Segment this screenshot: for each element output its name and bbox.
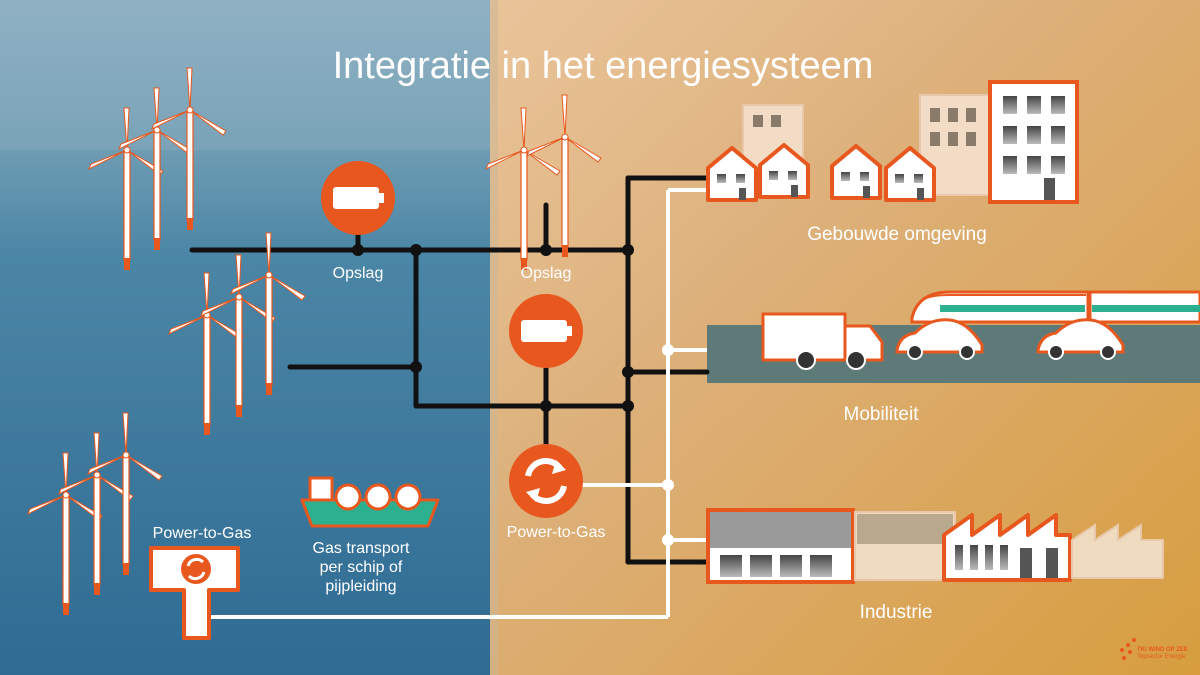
logo-mark-icon — [1120, 638, 1136, 660]
storage-left-label: Opslag — [333, 265, 384, 282]
power-to-gas-mid-label: Power-to-Gas — [507, 524, 606, 541]
built-environment-label: Gebouwde omgeving — [807, 224, 987, 245]
power-to-gas-mid: Power-to-Gas — [507, 444, 606, 541]
power-to-gas-left-label: Power-to-Gas — [153, 525, 252, 542]
ship-icon — [300, 476, 440, 528]
recycle-icon — [181, 554, 211, 584]
car-icon — [1036, 318, 1125, 360]
train-icon — [910, 290, 1200, 324]
truck-icon — [761, 312, 884, 370]
car-icon — [895, 318, 984, 360]
power-to-gas-left: Power-to-Gas — [149, 525, 252, 640]
industry: Industrie — [706, 508, 1164, 623]
sea-background — [0, 150, 490, 675]
gas-transport-label-3: pijpleiding — [325, 578, 396, 595]
storage-mid: Opslag — [509, 265, 583, 368]
building-icon — [706, 508, 956, 584]
built-environment: Gebouwde omgeving — [706, 80, 1079, 245]
gas-transport-label-2: per schip of — [320, 559, 403, 576]
industry-label: Industrie — [860, 602, 933, 623]
mobility: Mobiliteit — [761, 290, 1200, 425]
grid-junctions — [352, 244, 634, 412]
logo-line-2: Topsector Energie — [1137, 654, 1186, 660]
mobility-label: Mobiliteit — [844, 404, 920, 425]
storage-mid-label: Opslag — [521, 265, 572, 282]
sky-background — [0, 0, 490, 150]
recycle-icon — [509, 444, 583, 518]
gas-transport-label-1: Gas transport — [313, 540, 410, 557]
logo-line-1: TKI WIND OP ZEE — [1137, 647, 1188, 653]
diagram-title: Integratie in het energiesysteem — [333, 45, 874, 87]
gas-ship: Gas transport per schip of pijpleiding — [300, 476, 440, 595]
factory-icon — [942, 513, 1164, 582]
tki-logo: TKI WIND OP ZEE Topsector Energie — [1120, 638, 1188, 660]
storage-left: Opslag — [321, 161, 395, 282]
